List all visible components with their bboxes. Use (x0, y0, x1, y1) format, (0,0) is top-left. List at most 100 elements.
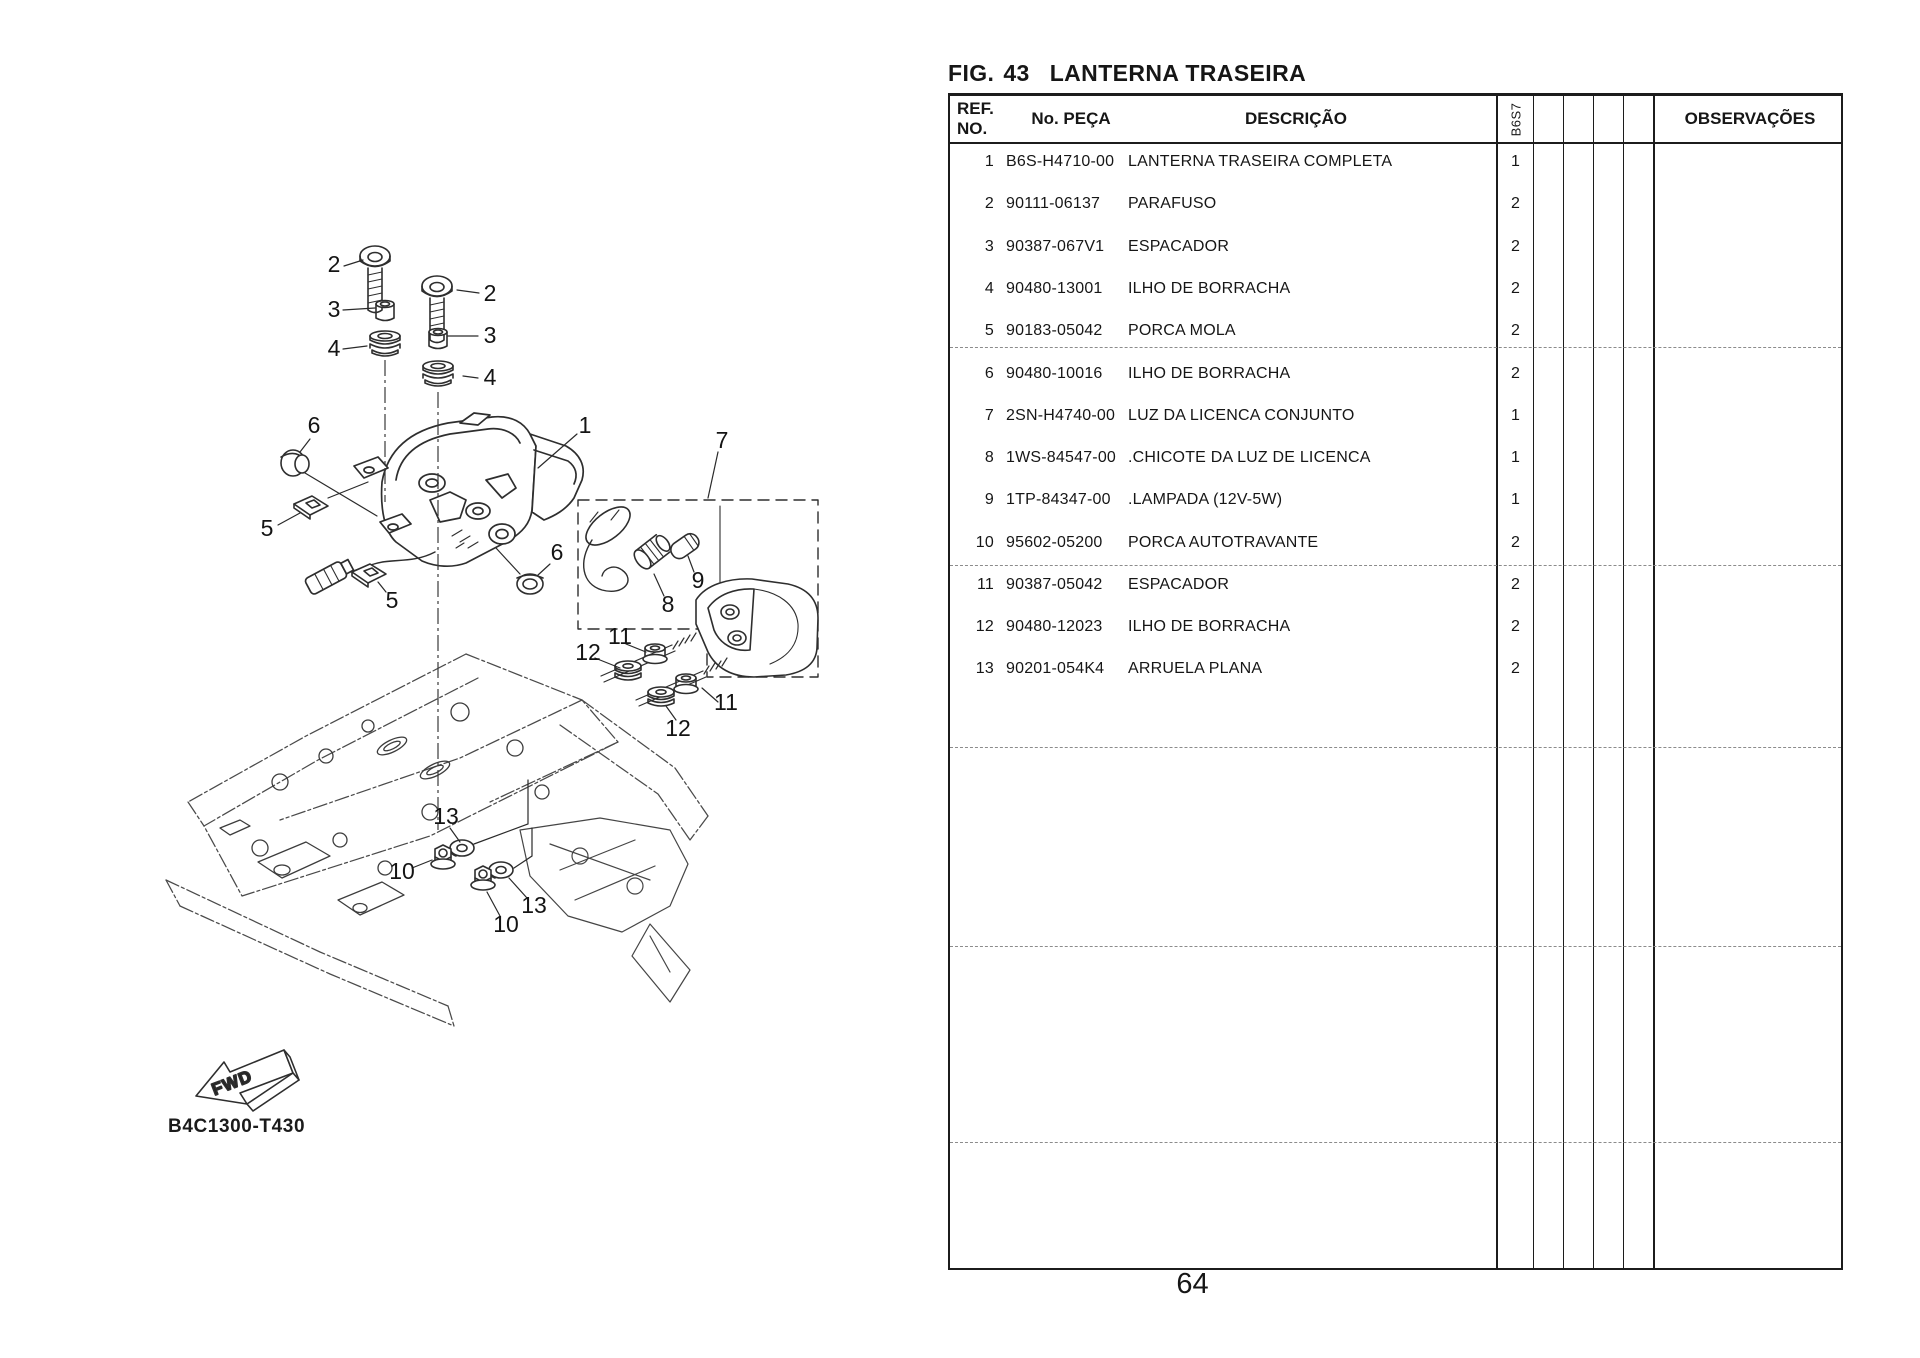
ref-cell: 12 (975, 618, 994, 635)
callout-4: 4 (484, 364, 497, 390)
table-row: 3 90387-067V1 ESPACADOR 2 (950, 238, 1841, 260)
bulb-harness-icon (583, 506, 631, 592)
ref-cell: 8 (984, 449, 994, 466)
qty-cell: 2 (1510, 195, 1521, 212)
column-divider (1593, 96, 1594, 1268)
desc-cell: LANTERNA TRASEIRA COMPLETA (1128, 153, 1393, 170)
callout-2: 2 (328, 251, 341, 277)
desc-cell: ESPACADOR (1128, 576, 1230, 593)
desc-cell: PARAFUSO (1128, 195, 1217, 212)
callout-8: 8 (662, 591, 675, 617)
grommet-icon (647, 686, 675, 707)
table-row: 10 95602-05200 PORCA AUTOTRAVANTE 2 (950, 534, 1841, 556)
desc-cell: .CHICOTE DA LUZ DE LICENCA (1128, 449, 1371, 466)
grommet-icon (642, 643, 668, 665)
desc-cell: .LAMPADA (12V-5W) (1128, 491, 1283, 508)
grommet-icon (369, 330, 401, 357)
washer-icon (488, 861, 514, 879)
desc-cell: LUZ DA LICENCA CONJUNTO (1128, 407, 1355, 424)
desc-cell: PORCA AUTOTRAVANTE (1128, 534, 1319, 551)
header-part-no: No. PEÇA (1031, 109, 1111, 128)
license-lamp-icon (695, 578, 819, 678)
figure-code: B4C1300-T430 (168, 1116, 305, 1137)
callout-13: 13 (521, 892, 547, 918)
callout-9: 9 (692, 567, 705, 593)
callout-1: 1 (579, 412, 592, 438)
ref-cell: 10 (975, 534, 994, 551)
callout-10: 10 (389, 858, 415, 884)
fwd-arrow-icon: FWD (195, 1049, 300, 1112)
callout-4: 4 (328, 335, 341, 361)
group-separator (950, 747, 1841, 748)
callout-labels: 2 2 3 3 4 4 1 6 5 5 6 7 8 9 11 11 12 12 … (261, 251, 738, 937)
header-ref-no: REF. NO. (957, 99, 994, 139)
callout-5: 5 (386, 587, 399, 613)
desc-cell: PORCA MOLA (1128, 322, 1236, 339)
desc-cell: ILHO DE BORRACHA (1128, 618, 1291, 635)
qty-cell: 2 (1510, 576, 1521, 593)
ref-cell: 4 (984, 280, 994, 297)
ref-cell: 5 (984, 322, 994, 339)
ref-cell: 3 (984, 238, 994, 255)
part-cell: 1TP-84347-00 (1006, 491, 1111, 508)
ref-cell: 9 (984, 491, 994, 508)
part-cell: 90387-05042 (1006, 576, 1103, 593)
qty-cell: 2 (1510, 660, 1521, 677)
callout-7: 7 (716, 427, 729, 453)
nut-icon (470, 865, 496, 891)
qty-cell: 1 (1510, 153, 1521, 170)
spacer-icon (375, 299, 395, 322)
header-model-code: B6S7 (1498, 96, 1533, 142)
callout-11: 11 (608, 623, 632, 649)
bulb-icon (670, 532, 700, 560)
group-separator (950, 1142, 1841, 1143)
frame-details (219, 702, 550, 916)
callout-leaders (277, 259, 719, 917)
part-cell: 2SN-H4740-00 (1006, 407, 1116, 424)
washer-icon (449, 839, 475, 857)
clip-nut-icon (293, 495, 329, 520)
grommet-icon (422, 360, 454, 387)
tail-light-illustration (304, 412, 585, 595)
dashed-box (577, 499, 819, 678)
header-observations: OBSERVAÇÕES (1684, 109, 1816, 128)
column-divider (1653, 96, 1655, 1268)
ref-cell: 6 (984, 365, 994, 382)
grommet-icon (280, 449, 310, 477)
part-cell: 95602-05200 (1006, 534, 1103, 551)
callout-2: 2 (484, 280, 497, 306)
callout-10: 10 (493, 911, 519, 937)
callout-12: 12 (575, 639, 601, 665)
part-cell: 90201-054K4 (1006, 660, 1105, 677)
connector-icon (304, 558, 355, 595)
table-row: 6 90480-10016 ILHO DE BORRACHA 2 (950, 365, 1841, 387)
bulb-socket-icon (633, 533, 671, 570)
group-separator (950, 347, 1841, 348)
fender-bracket-illustration (519, 817, 691, 1003)
exploded-diagram: 2 2 3 3 4 4 1 6 5 5 6 7 8 9 11 11 12 12 … (130, 180, 910, 1160)
parts-table: REF. NO. No. PEÇA DESCRIÇÃO B6S7 OBSERVA… (948, 93, 1843, 1270)
callout-6: 6 (551, 539, 564, 565)
qty-cell: 2 (1510, 238, 1521, 255)
qty-cell: 2 (1510, 322, 1521, 339)
part-cell: 90387-067V1 (1006, 238, 1105, 255)
frame-illustration (165, 653, 709, 1027)
part-cell: 90111-06137 (1006, 195, 1101, 212)
part-cell: 90480-13001 (1006, 280, 1103, 297)
figure-name: LANTERNA TRASEIRA (1049, 60, 1307, 86)
callout-3: 3 (484, 322, 497, 348)
group-separator (950, 565, 1841, 566)
part-cell: 90480-10016 (1006, 365, 1103, 382)
qty-cell: 2 (1510, 280, 1521, 297)
desc-cell: ILHO DE BORRACHA (1128, 365, 1291, 382)
qty-cell: 2 (1510, 365, 1521, 382)
desc-cell: ESPACADOR (1128, 238, 1230, 255)
fastener-icons (280, 245, 544, 891)
qty-cell: 2 (1510, 534, 1521, 551)
